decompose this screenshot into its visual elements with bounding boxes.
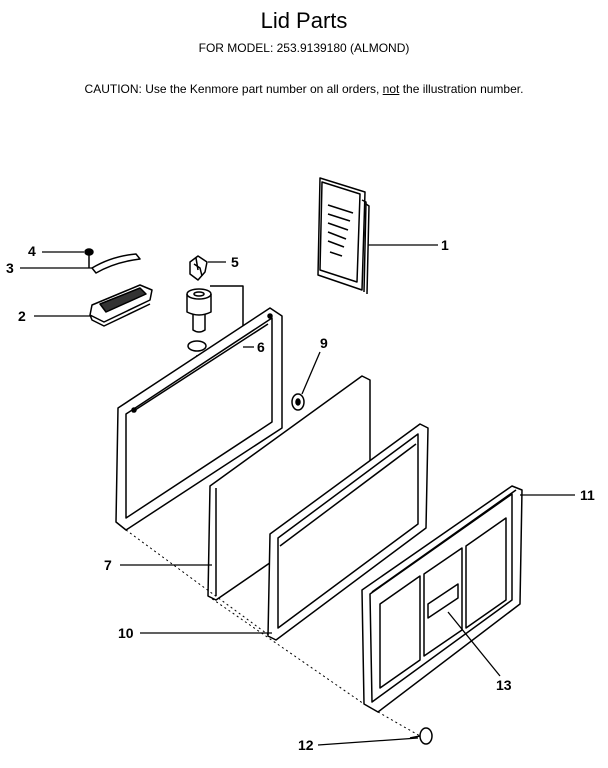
caution-text-start: CAUTION: Use the Kenmore part number on … xyxy=(84,82,383,96)
callout-5: 5 xyxy=(231,254,239,270)
part-12-plug xyxy=(409,727,433,745)
callout-3: 3 xyxy=(6,260,14,276)
callout-4: 4 xyxy=(28,243,36,259)
callout-2: 2 xyxy=(18,308,26,324)
part-5-key xyxy=(189,255,208,281)
alignment-guides xyxy=(125,529,421,737)
callout-13: 13 xyxy=(496,677,512,693)
caution-emphasis: not xyxy=(382,82,400,96)
callout-7: 7 xyxy=(104,557,112,573)
callout-1: 1 xyxy=(441,237,449,253)
lid-liner-frame xyxy=(115,307,283,531)
part-11-outer-lid xyxy=(361,485,523,713)
part-4-screw xyxy=(84,248,94,268)
part-1-manual xyxy=(317,177,370,295)
page-title: Lid Parts xyxy=(260,8,348,33)
callout-11: 11 xyxy=(580,487,595,503)
callout-12: 12 xyxy=(298,737,314,753)
part-2-handle xyxy=(89,284,153,327)
part-9-washer xyxy=(291,393,305,411)
part-3-strip xyxy=(91,253,141,274)
leader-lines xyxy=(20,244,575,746)
part-10-gasket xyxy=(267,423,429,641)
callout-10: 10 xyxy=(118,625,134,641)
model-number: FOR MODEL: 253.9139180 (ALMOND) xyxy=(198,41,410,55)
callout-6: 6 xyxy=(257,339,265,355)
callout-9: 9 xyxy=(320,335,328,351)
caution-note: CAUTION: Use the Kenmore part number on … xyxy=(0,82,608,96)
callout-numbers: 1 2 3 4 5 6 7 9 10 11 12 13 xyxy=(6,237,595,753)
caution-text-end: the illustration number. xyxy=(399,82,524,96)
lock-cylinder xyxy=(186,288,212,352)
